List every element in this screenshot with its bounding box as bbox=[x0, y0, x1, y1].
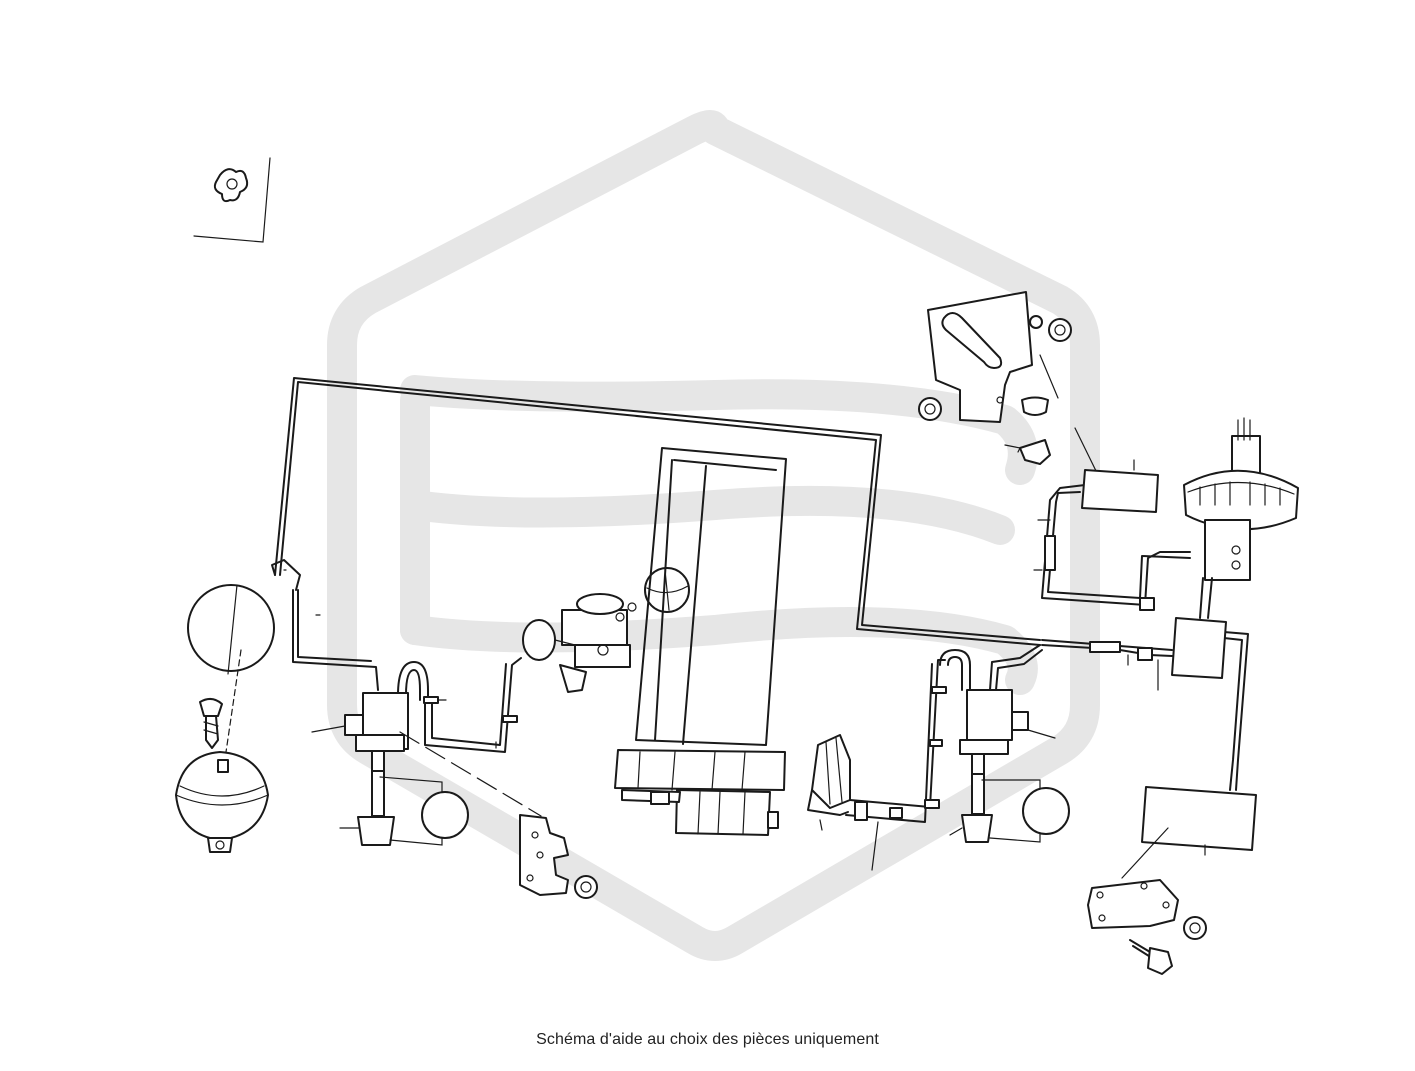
hydraulic-pump-part bbox=[522, 593, 637, 693]
junction-block-part bbox=[1171, 617, 1227, 679]
support-nut-part bbox=[1183, 916, 1207, 940]
pipe-grommet-part bbox=[807, 659, 947, 871]
left-valve-to-pump-pipe bbox=[399, 657, 542, 817]
support-plate-part bbox=[1087, 786, 1257, 929]
bracket-bolt-part bbox=[1004, 439, 1051, 465]
valve-bracket-part bbox=[927, 291, 1099, 476]
pressure-sphere-part bbox=[187, 584, 275, 753]
hose-clip-part bbox=[193, 157, 271, 243]
master-cylinder-part bbox=[1204, 519, 1251, 581]
pipe-union-part bbox=[1081, 469, 1159, 513]
support-bolt-part bbox=[1129, 939, 1173, 975]
diagram-caption: Schéma d'aide au choix des pièces unique… bbox=[536, 1031, 879, 1048]
fixing-screw-part bbox=[199, 698, 223, 749]
bracket-nut-part bbox=[918, 315, 1072, 421]
accumulator-sphere-part bbox=[175, 751, 269, 853]
rear-left-damper-sphere-part bbox=[421, 791, 469, 839]
rear-right-damper-sphere-part bbox=[1022, 787, 1070, 835]
rear-left-valve-part bbox=[311, 661, 443, 846]
hydraulic-tank-part bbox=[614, 447, 787, 836]
brake-servo-part bbox=[1183, 417, 1299, 531]
mounting-bracket-left-part bbox=[519, 814, 569, 896]
flange-nut-left-part bbox=[574, 875, 598, 899]
rear-right-valve-part bbox=[939, 644, 1056, 843]
right-pipe-run bbox=[1033, 459, 1249, 791]
watermark-logo bbox=[327, 110, 1100, 961]
left-pipe-run bbox=[271, 377, 1041, 691]
